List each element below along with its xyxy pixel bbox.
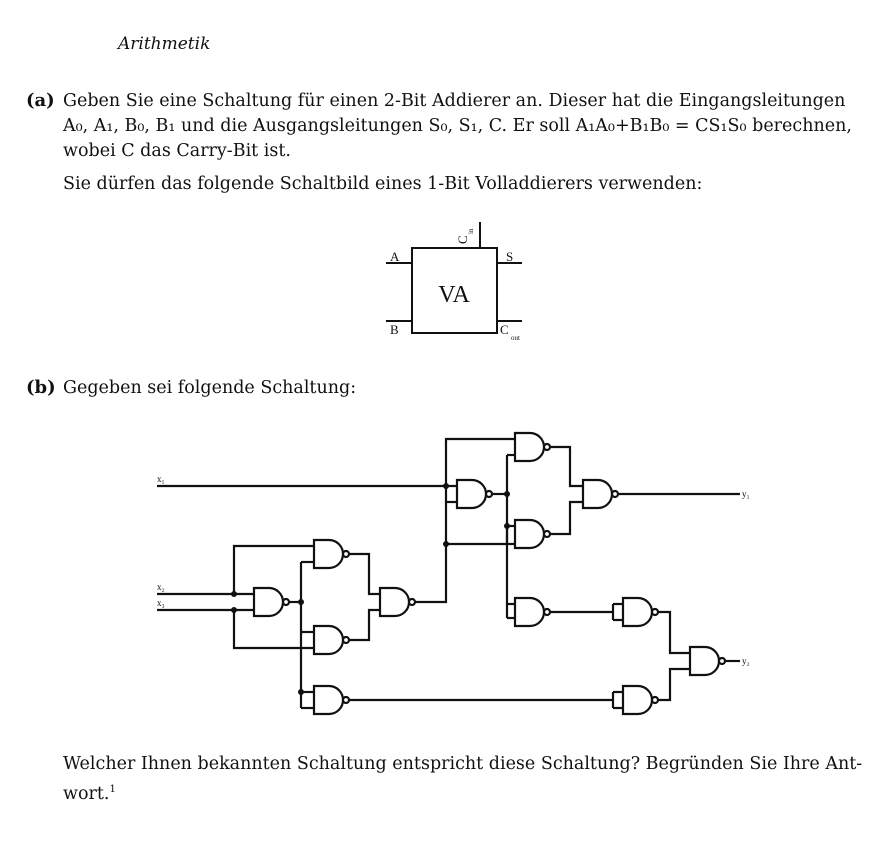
nand-gate-g4 [513, 518, 552, 550]
nand-gate-g2 [455, 478, 494, 510]
va-pin-a: A [390, 249, 400, 264]
nand-gate-g6 [252, 586, 291, 618]
va-pin-b: B [390, 322, 399, 337]
output-y2-label: y₂ [742, 656, 750, 666]
part-a-label: (a) [26, 90, 55, 111]
va-title: VA [438, 282, 470, 308]
footnote-marker: 1 [109, 784, 116, 795]
question-line-1: Welcher Ihnen bekannten Schaltung entspr… [63, 754, 863, 774]
output-y1-label: y₁ [742, 489, 750, 499]
input-x2-label: x₂ [157, 582, 165, 592]
va-pin-s: S [506, 249, 513, 264]
part-a-line-1: Geben Sie eine Schaltung für einen 2-Bit… [63, 91, 846, 111]
va-pin-cin-sub: in [467, 228, 475, 234]
question-line-2: wort. [63, 783, 110, 804]
va-box [411, 247, 498, 334]
nand-gate-g11 [688, 645, 727, 677]
input-x1-label: x₁ [157, 474, 165, 484]
input-x3-label: x₃ [157, 598, 165, 608]
nand-gate-g13 [621, 684, 660, 716]
va-pin-cin: C [455, 235, 470, 244]
nand-gate-g5 [312, 538, 351, 570]
page-header: Arithmetik [118, 34, 211, 54]
part-a-line-3: wobei C das Carry-Bit ist. [63, 141, 291, 161]
part-b-line-1: Gegeben sei folgende Schaltung: [63, 378, 357, 398]
nand-gate-g1 [513, 431, 552, 463]
part-b-label: (b) [26, 377, 56, 398]
part-a-line-4: Sie dürfen das folgende Schaltbild eines… [63, 174, 703, 194]
va-pin-cout-sub: out [511, 334, 520, 342]
question-line-2-wrap: wort.1 [63, 777, 116, 807]
nand-gate-g3 [581, 478, 620, 510]
nand-gate-g12 [312, 684, 351, 716]
part-a-line-2: A₀, A₁, B₀, B₁ und die Ausgangsleitungen… [63, 116, 852, 136]
va-pin-cout: C [500, 322, 509, 337]
nand-gate-g9 [621, 596, 660, 628]
nand-gate-g8 [513, 596, 552, 628]
nand-gate-g7 [378, 586, 417, 618]
nand-gate-g10 [312, 624, 351, 656]
